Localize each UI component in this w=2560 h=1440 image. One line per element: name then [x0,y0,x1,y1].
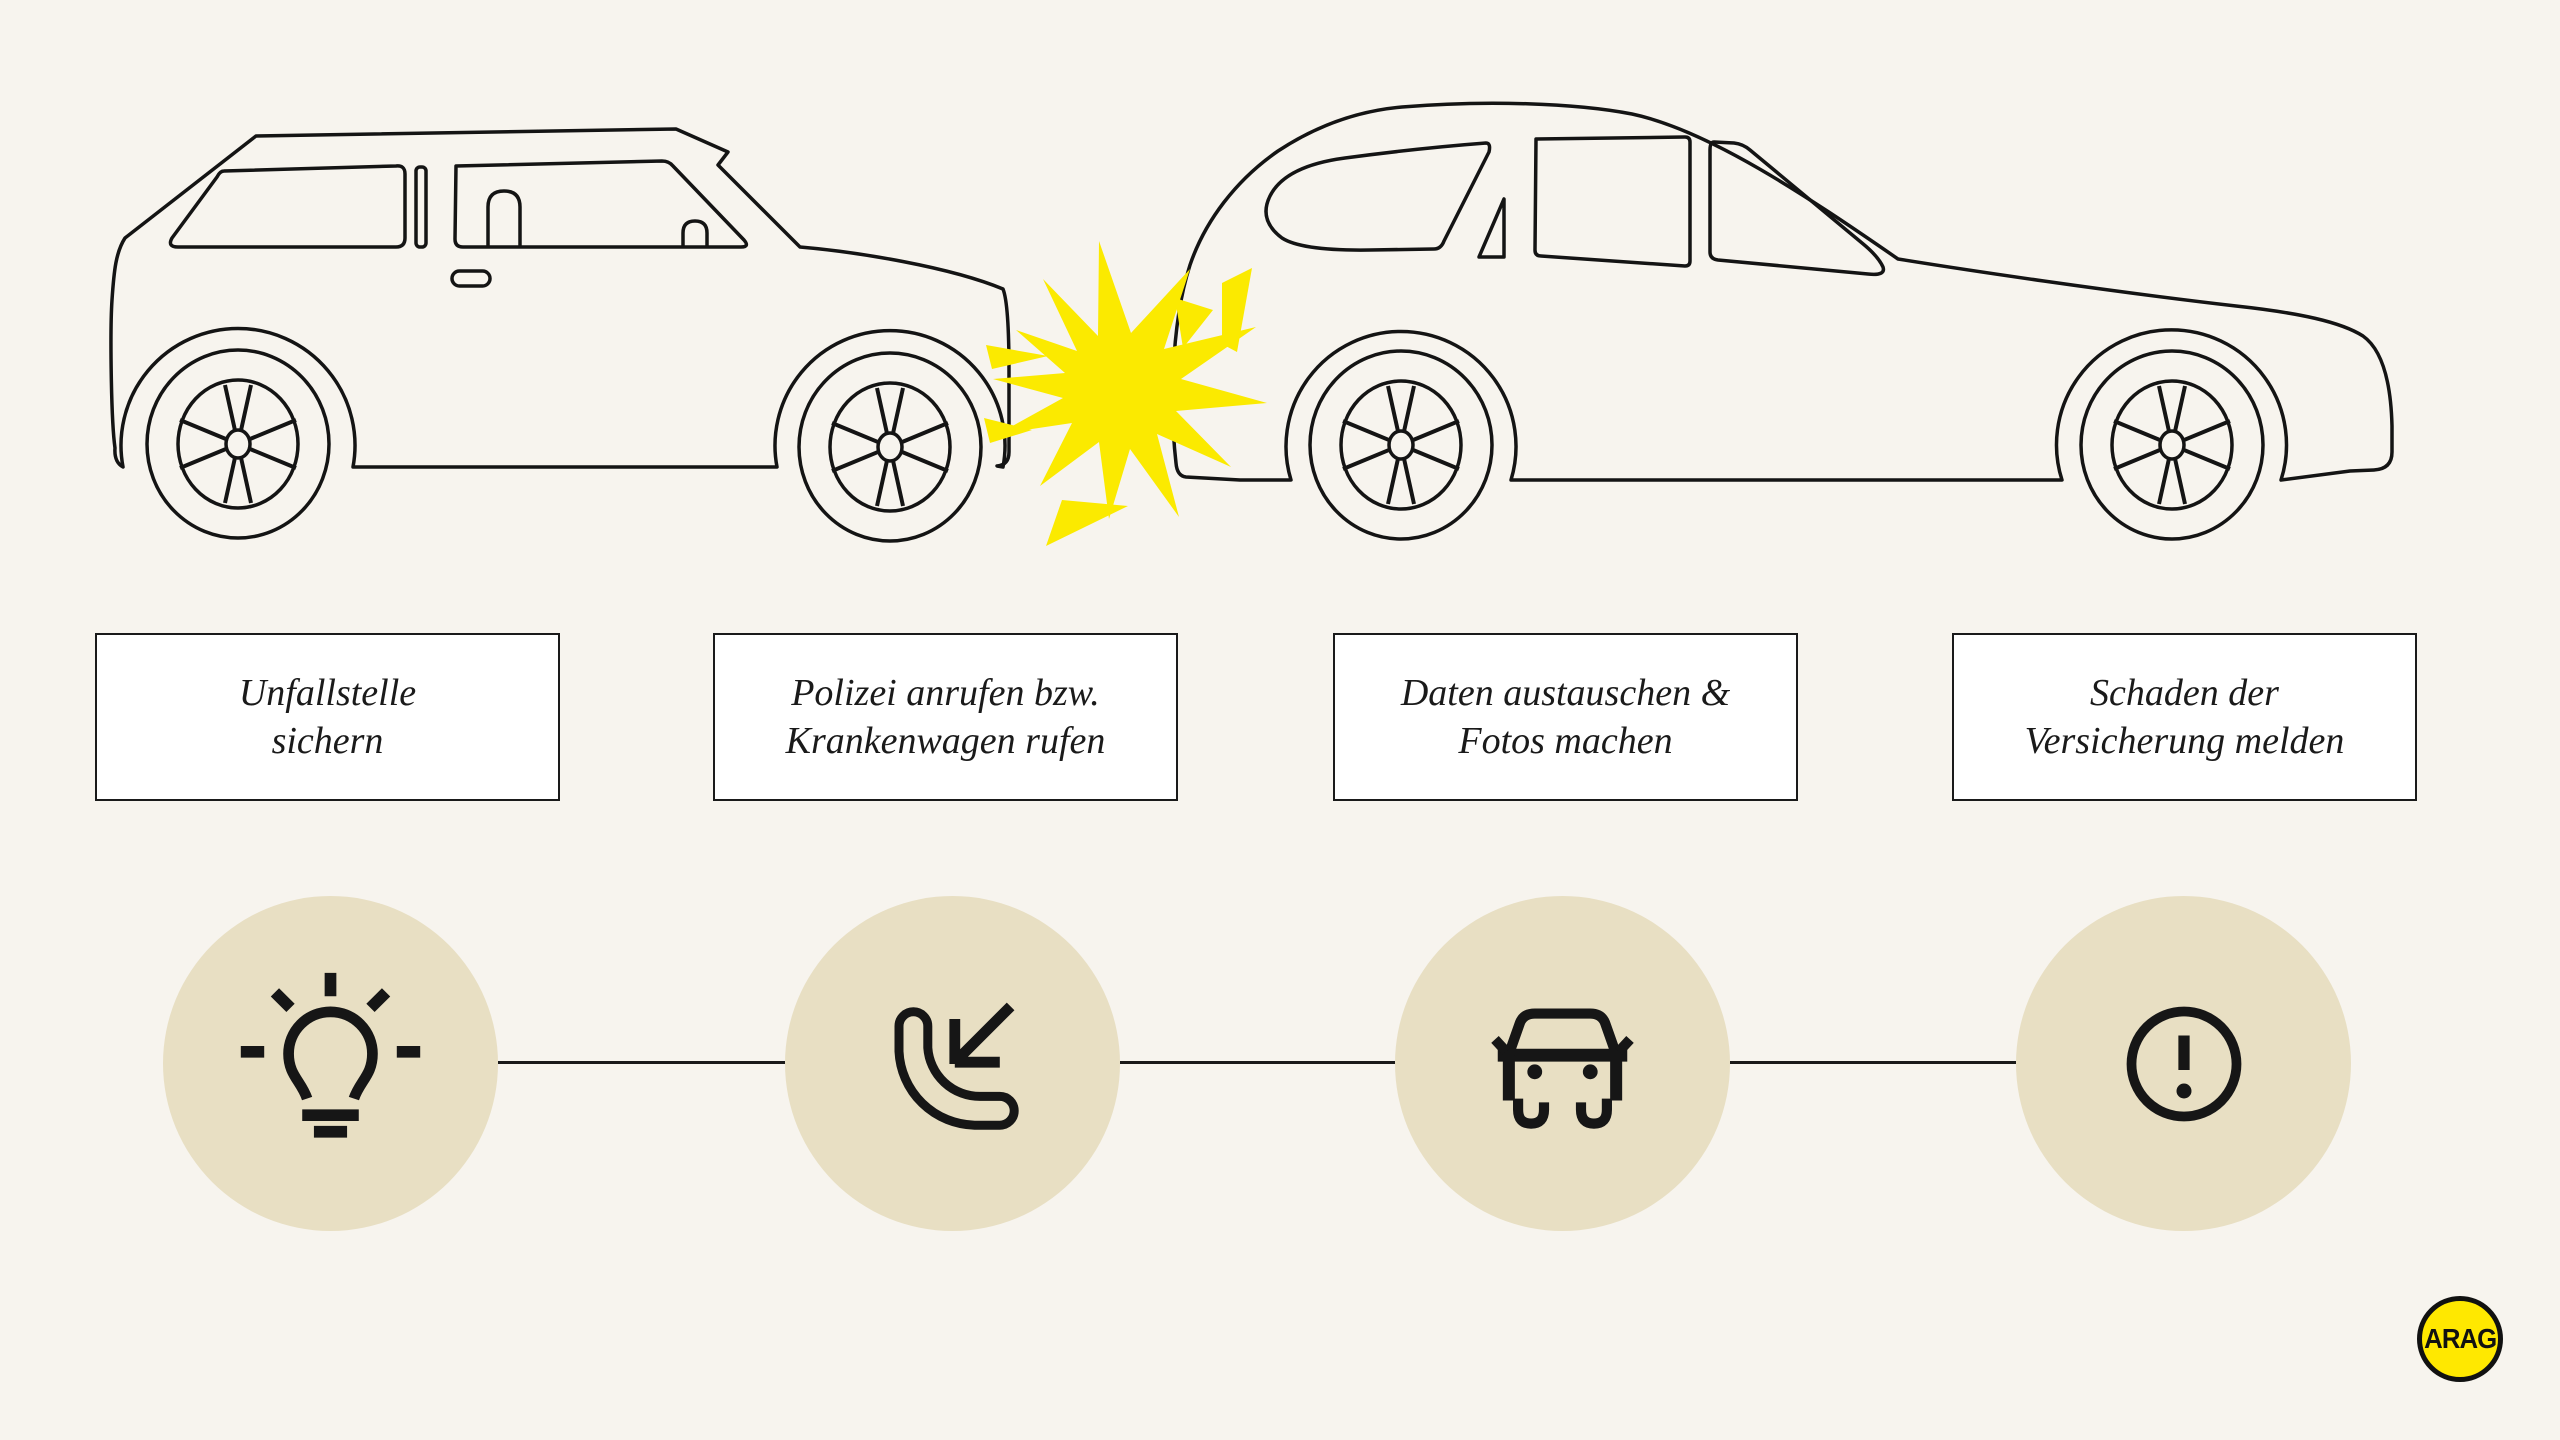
step-circle-2 [785,896,1120,1231]
lightbulb-icon [240,972,421,1138]
step-box-1: Unfallstelle sichern [95,633,560,801]
car-front-icon [1491,1008,1634,1129]
step-box-3: Daten austauschen & Fotos machen [1333,633,1798,801]
step-label-3-line2: Fotos machen [1458,720,1673,762]
step-circle-1 [163,896,498,1231]
arag-logo-text: ARAG [2423,1323,2497,1354]
exclamation-circle-icon [2126,1006,2241,1121]
car-left [109,127,1011,543]
step-label-4-line2: Versicherung melden [2024,720,2345,762]
step-label-4-line1: Schaden der [2090,672,2279,714]
step-label-1-line2: sichern [271,720,384,762]
step-circle-3 [1395,896,1730,1231]
step-box-4: Schaden der Versicherung melden [1952,633,2417,801]
step-connector-2 [1120,1061,1395,1064]
step-label-2-line1: Polizei anrufen bzw. [791,672,1100,714]
accident-illustration [109,101,2394,546]
step-circle-4 [2016,896,2351,1231]
phone-incoming-icon [894,1002,1019,1130]
step-label-3-line1: Daten austauschen & [1400,672,1731,714]
step-label-2-line2: Krankenwagen rufen [785,720,1106,762]
crash-starburst [984,241,1267,546]
arag-logo: ARAG [2417,1296,2503,1382]
step-box-2: Polizei anrufen bzw. Krankenwagen rufen [713,633,1178,801]
car-right [1170,101,2394,541]
step-connector-1 [498,1061,785,1064]
step-connector-3 [1730,1061,2016,1064]
step-label-1-line1: Unfallstelle [238,672,417,714]
